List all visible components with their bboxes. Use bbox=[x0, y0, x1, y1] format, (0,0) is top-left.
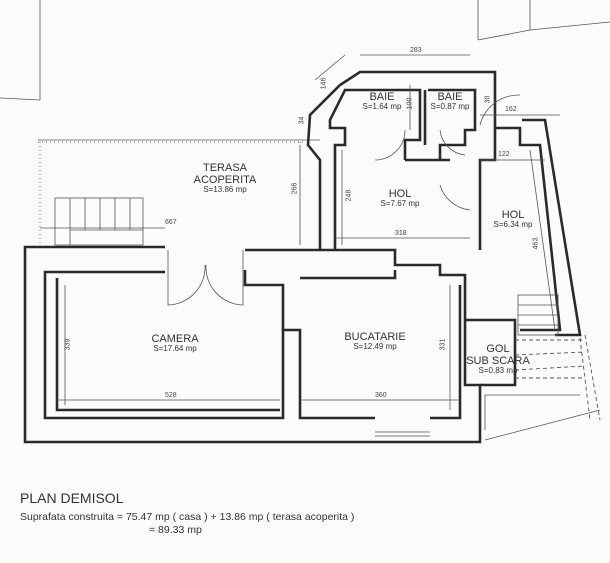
room-camera: CAMERA S=17.64 mp bbox=[130, 333, 220, 354]
dimension-label: 122 bbox=[498, 151, 510, 158]
dimension-label: 463 bbox=[532, 237, 540, 250]
staircase-left bbox=[54, 197, 144, 246]
room-hol-2: HOL S=6.34 mp bbox=[478, 209, 548, 230]
room-name: CAMERA bbox=[151, 333, 199, 345]
outdoor-steps bbox=[484, 334, 601, 441]
room-name: BAIE bbox=[369, 91, 395, 103]
dimension-label: 248 bbox=[345, 189, 353, 202]
room-area: S=6.34 mp bbox=[493, 220, 533, 230]
dimension-label: 34 bbox=[298, 116, 306, 125]
room-area: S=0.87 mp bbox=[430, 102, 470, 112]
room-bucatarie: BUCATARIE S=12.49 mp bbox=[330, 331, 420, 352]
walls-lower bbox=[23, 245, 482, 444]
room-name: GOL bbox=[486, 343, 510, 355]
walls-upper bbox=[306, 70, 521, 250]
room-baie-2: BAIE S=0.87 mp bbox=[425, 91, 475, 112]
room-area: S=1.64 mp bbox=[362, 102, 402, 112]
room-terasa: TERASA ACOPERITA S=13.86 mp bbox=[170, 162, 280, 195]
dimension-label: 360 bbox=[375, 392, 387, 399]
room-hol-1: HOL S=7.67 mp bbox=[360, 188, 440, 209]
door-camera bbox=[167, 250, 244, 306]
dimension-label: 339 bbox=[64, 338, 72, 351]
dimension-label: 266 bbox=[291, 182, 299, 195]
dimension-label: 146 bbox=[320, 77, 328, 90]
room-name: SUB SCARA bbox=[466, 355, 530, 368]
dimension-label: 667 bbox=[165, 219, 177, 226]
dimension-lines bbox=[40, 54, 560, 410]
room-name: HOL bbox=[388, 188, 412, 200]
walls-right bbox=[465, 118, 582, 387]
dimension-label: 30 bbox=[484, 95, 492, 104]
room-area: S=13.86 mp bbox=[203, 185, 247, 195]
site-lines bbox=[0, 0, 610, 101]
room-name: TERASA bbox=[202, 162, 247, 174]
room-area: S=7.67 mp bbox=[380, 199, 420, 209]
dimension-label: 528 bbox=[165, 392, 177, 399]
room-area: S=0.83 mp bbox=[478, 366, 518, 376]
room-area: S=12.49 mp bbox=[353, 342, 397, 352]
room-name: BUCATARIE bbox=[344, 331, 406, 343]
room-name: ACOPERITA bbox=[193, 174, 257, 187]
surface-total: = 89.33 mp bbox=[149, 524, 202, 536]
plan-title: PLAN DEMISOL bbox=[20, 490, 124, 506]
room-gol-sub-scara: GOL SUB SCARA S=0.83 mp bbox=[458, 343, 538, 376]
dimension-label: 318 bbox=[395, 230, 407, 237]
dimension-label: 283 bbox=[410, 47, 422, 54]
dimension-label: 100 bbox=[406, 97, 414, 110]
dimension-label: 331 bbox=[439, 338, 447, 351]
room-area: S=17.64 mp bbox=[153, 344, 197, 354]
surface-summary: Suprafata construita = 75.47 mp ( casa )… bbox=[20, 511, 355, 523]
room-baie-1: BAIE S=1.64 mp bbox=[352, 91, 412, 112]
terrace-outline bbox=[38, 139, 320, 245]
room-name: BAIE bbox=[437, 91, 463, 103]
room-name: HOL bbox=[501, 209, 525, 221]
dimension-label: 162 bbox=[505, 106, 517, 113]
